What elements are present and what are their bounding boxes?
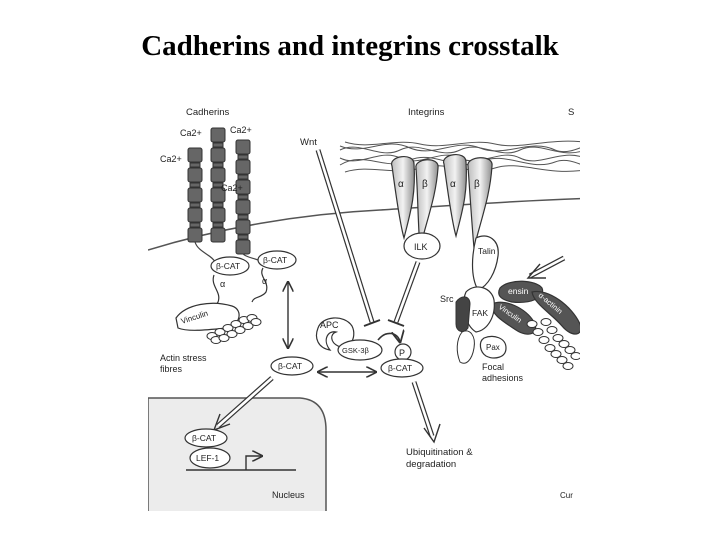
label-pax: Pax [486,343,500,352]
bcat-nucleus-shape [184,428,228,448]
cadherin-pair [187,127,263,263]
cas-shape [456,330,475,364]
label-fibres: fibres [160,364,183,374]
label-ubiq2: degradation [406,459,456,470]
label-cur-cut: Cur [560,491,573,500]
label-bcat-right: β-CAT [263,255,287,265]
apc-shape [315,317,355,351]
label-ubiq1: Ubiquitination & [406,447,473,458]
alpha-catenin-right [251,267,268,303]
src-shape [455,296,471,332]
gsk-shape [337,339,383,361]
label-integrins: Integrins [408,107,445,118]
label-p: P [399,348,405,358]
label-nucleus: Nucleus [272,490,305,500]
label-bcat-nucleus: β-CAT [192,433,216,443]
bcat-right-shape [257,250,297,270]
cadherin-chain-middle [210,127,226,243]
transcription-arrow [245,456,262,470]
label-s-cut: S [568,107,574,118]
cadherin-chain-left [187,147,203,243]
label-focal: Focal [482,362,504,372]
actin-fibres-left [206,314,262,344]
vinculin-right-shape [491,301,537,335]
label-ca2-a: Ca2+ [180,128,202,138]
label-apc: APC [320,320,339,330]
label-alpha-left: α [220,279,225,289]
talin-shape [471,235,499,291]
paxillin-shape [479,335,507,359]
ilk-shape [403,232,441,260]
label-actin-stress: Actin stress [160,353,207,363]
label-bcat-free: β-CAT [278,361,302,371]
alpha-actinin-shape [531,290,580,335]
label-ensin: ensin [508,286,529,296]
label-int-alpha1: α [398,179,404,190]
label-int-beta2: β [474,179,480,190]
vinculin-left-shape [175,302,240,331]
label-gsk: GSK-3β [342,346,370,355]
label-adhesions: adhesions [482,373,524,383]
nucleus-region [148,397,327,511]
label-wnt: Wnt [300,137,317,148]
integrin-pair-1 [391,156,439,249]
label-ilk: ILK [414,242,428,252]
lef1-shape [189,447,231,469]
label-bcat-p: β-CAT [388,363,412,373]
slide-title: Cadherins and integrins crosstalk [141,30,559,62]
label-ca2-c: Ca2+ [160,154,182,164]
label-fak: FAK [472,308,488,318]
label-talin: Talin [478,246,496,256]
label-src: Src [440,294,454,304]
bcat-free-shape [270,356,314,376]
label-ca2-b: Ca2+ [230,125,252,135]
label-ca2-d: Ca2+ [221,183,243,193]
actin-fibres-right [526,318,580,370]
label-int-beta1: β [422,179,428,190]
cadherin-chain-right [235,139,251,255]
bcat-p-shape [380,358,424,378]
label-bcat-left: β-CAT [216,261,240,271]
label-lef1: LEF-1 [196,453,219,463]
bcat-left-shape [210,256,250,276]
label-int-alpha2: α [450,179,456,190]
label-cadherins: Cadherins [186,107,230,118]
integrin-pair-2 [443,154,493,249]
label-alpha-right: α [262,276,267,286]
